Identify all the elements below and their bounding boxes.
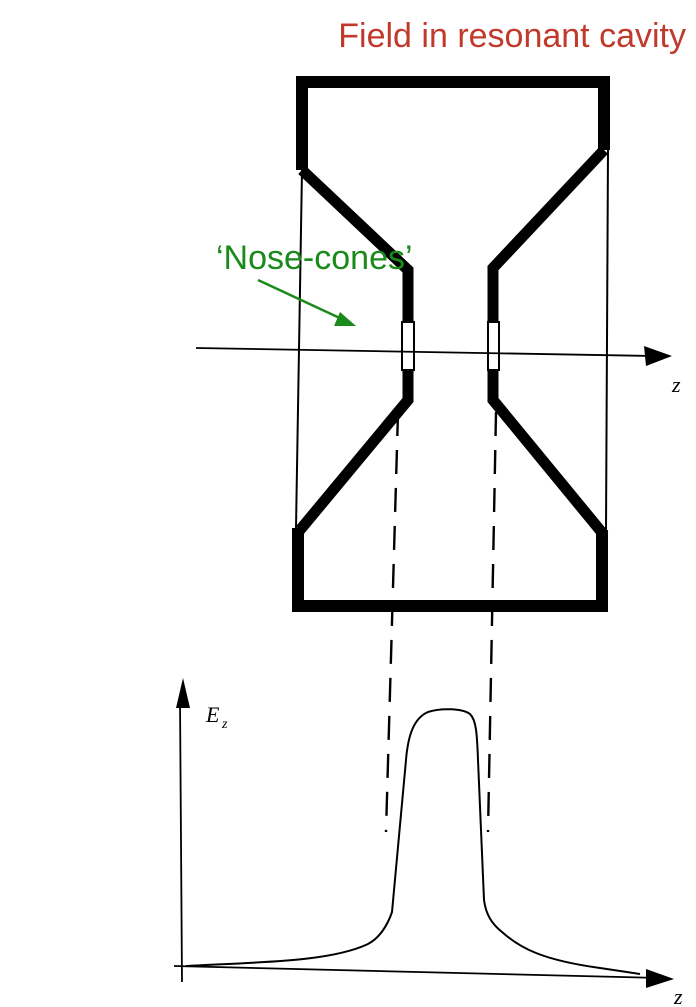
callout-arrow bbox=[257, 278, 356, 326]
nose-cone-right bbox=[487, 146, 609, 539]
aperture-right bbox=[487, 321, 500, 371]
projection-line-left bbox=[384, 411, 400, 833]
field-axis-arrowhead bbox=[176, 678, 190, 708]
plot-axis-arrowhead bbox=[646, 969, 674, 988]
cavity-body bbox=[292, 76, 610, 612]
projection-line-right bbox=[486, 411, 498, 833]
beam-axis-line bbox=[195, 347, 655, 357]
beam-axis bbox=[195, 346, 672, 366]
callout-arrowhead bbox=[334, 312, 356, 326]
nose-cones-label: ‘Nose-cones’ bbox=[216, 239, 413, 277]
field-axis-subscript: z bbox=[221, 717, 228, 732]
page-title: Field in resonant cavity bbox=[338, 17, 686, 55]
projection-lines bbox=[384, 411, 498, 833]
aperture-left bbox=[401, 321, 415, 371]
callout-arrow-line bbox=[257, 278, 345, 322]
field-axis-vertical bbox=[179, 699, 183, 983]
field-plot-axes bbox=[173, 678, 674, 988]
beam-axis-label: z bbox=[671, 372, 681, 397]
plot-axis-horizontal bbox=[173, 965, 661, 979]
field-curve bbox=[185, 708, 641, 975]
cavity-right-wall-thin bbox=[605, 149, 609, 531]
beam-axis-arrowhead bbox=[644, 346, 672, 366]
field-axis-label: E bbox=[205, 702, 220, 727]
plot-x-axis-label: z bbox=[673, 984, 683, 1007]
